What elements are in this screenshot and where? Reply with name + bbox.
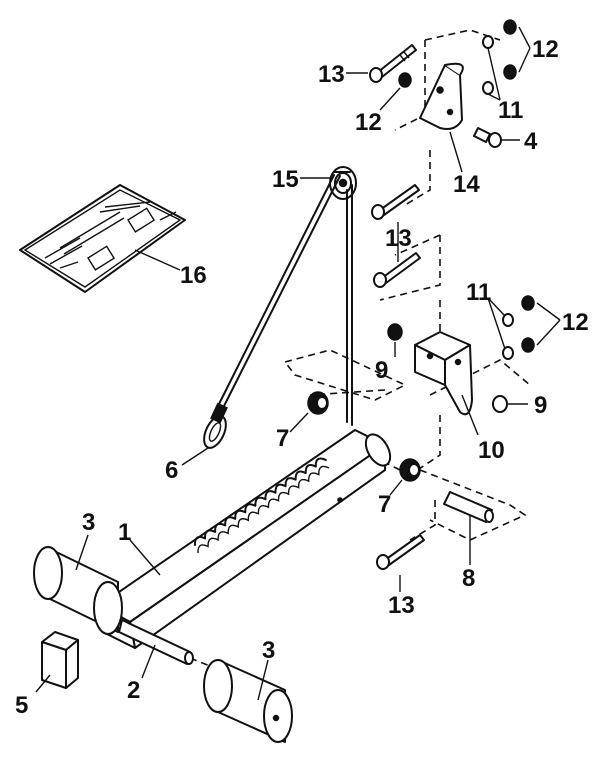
part-1-frame-rail [97,429,392,649]
part-13-bolt-middle-b [373,252,421,288]
label-12-left-top: 12 [355,109,382,136]
label-3-left: 3 [82,509,95,536]
part-3-roller-right [203,659,293,743]
part-12-washer-left-top [398,72,412,88]
leader-5 [35,674,51,693]
part-10-bracket [414,331,473,416]
label-13-bottom: 13 [388,592,415,619]
part-16-manual [19,184,186,293]
label-2: 2 [127,677,140,704]
leaders-11-12-top [487,26,531,101]
label-12-top: 12 [532,36,559,63]
callout-labels: 1 2 3 3 4 5 6 7 7 8 9 9 10 11 11 12 12 1… [15,36,589,719]
leader-6 [181,447,209,466]
part-11-washers-middle [502,313,514,360]
part-14-pulley-bracket [419,62,464,130]
leaders-11-12-middle [487,297,561,350]
label-16: 16 [180,262,207,289]
leader-3b [257,659,269,701]
label-5: 5 [15,692,28,719]
part-7-spacer-lower [399,458,421,482]
label-9-right: 9 [534,392,547,419]
leader-2 [141,644,156,679]
label-8: 8 [462,565,475,592]
label-11-middle: 11 [466,279,491,306]
label-13-middle: 13 [385,225,412,252]
leader-10 [461,394,479,436]
label-9-left: 9 [375,357,388,384]
part-7-spacer-upper [307,391,329,415]
label-3-right: 3 [262,637,275,664]
part-9-washer-left [387,323,403,341]
part-15-pulley [329,166,357,200]
part-5-end-cap [41,631,79,689]
label-7-lower: 7 [378,491,391,518]
label-1: 1 [118,519,131,546]
label-13-top: 13 [318,61,345,88]
leader-3a [75,534,89,571]
part-3-roller-left [33,546,123,635]
leader-7a [289,412,309,433]
label-4: 4 [524,128,538,155]
leader-7b [389,479,403,496]
part-4-bolt [473,127,502,148]
part-13-bolt-top [369,44,417,83]
label-6: 6 [165,457,178,484]
part-13-bolt-middle-a [371,184,420,220]
part-12-nuts-middle [521,295,535,353]
leader-14 [449,131,463,173]
label-14: 14 [453,171,480,198]
part-13-bolt-bottom [376,534,425,570]
part-8-pin [443,491,494,523]
label-12-middle: 12 [562,309,589,336]
part-12-nuts-top [503,19,517,80]
part-9-washer-right [492,395,508,413]
leader-16 [134,249,181,271]
leader-1 [129,539,161,576]
part-6-cable [203,174,353,449]
label-11-top: 11 [498,97,523,124]
label-10: 10 [478,437,505,464]
label-15: 15 [272,166,299,193]
label-7-upper: 7 [276,425,289,452]
part-2-axle [118,619,194,665]
leader-12c [379,87,401,111]
